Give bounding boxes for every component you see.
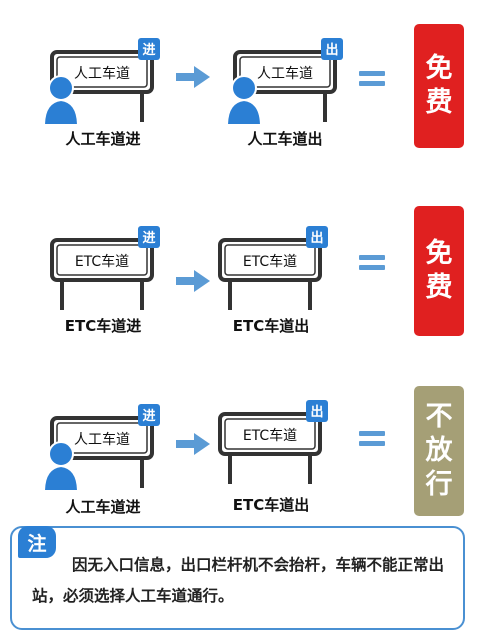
arrow-icon <box>176 270 210 292</box>
note-badge: 注 <box>18 526 56 558</box>
gantry-exit-2: ETC车道 出 <box>218 226 328 310</box>
caption-entry-3: 人工车道进 <box>65 498 141 516</box>
caption-entry-2: ETC车道进 <box>64 317 142 335</box>
gantry-entry-1: 人工车道 进 <box>43 38 160 124</box>
entry-badge <box>138 226 160 248</box>
arrow-icon <box>176 433 210 455</box>
gantry-entry-3: 人工车道 进 <box>43 404 160 490</box>
exit-badge <box>306 226 328 248</box>
entry-badge-text: 进 <box>142 231 155 246</box>
sign-text: ETC车道 <box>75 253 129 270</box>
entry-badge-text: 进 <box>142 409 155 424</box>
result-badge-1: 免费 <box>414 24 464 148</box>
note-box: 注 因无入口信息，出口栏杆机不会抬杆，车辆不能正常出站，必须选择人工车道通行。 <box>10 526 465 630</box>
exit-badge <box>306 400 328 422</box>
sign-text: ETC车道 <box>243 427 297 444</box>
result-text: 免费 <box>425 53 453 118</box>
result-text: 免费 <box>425 238 453 303</box>
sign-text: 人工车道 <box>257 65 313 82</box>
entry-badge-text: 进 <box>142 43 155 58</box>
exit-badge-text: 出 <box>310 404 323 420</box>
person-icon <box>226 75 262 124</box>
equals-icon <box>353 64 393 92</box>
note-text: 因无入口信息，出口栏杆机不会抬杆，车辆不能正常出站，必须选择人工车道通行。 <box>32 556 445 605</box>
caption-exit-1: 人工车道出 <box>247 130 323 148</box>
exit-badge-text: 出 <box>310 230 323 246</box>
sign-text: 人工车道 <box>74 65 130 82</box>
sign-text: 人工车道 <box>74 431 130 448</box>
person-icon <box>43 441 79 490</box>
result-text: 不放行 <box>425 401 453 500</box>
result-badge-3: 不放行 <box>414 386 464 516</box>
caption-exit-2: ETC车道出 <box>232 317 310 335</box>
caption-entry-1: 人工车道进 <box>65 130 141 148</box>
equals-icon <box>353 248 393 276</box>
person-icon <box>43 75 79 124</box>
caption-exit-3: ETC车道出 <box>232 496 310 514</box>
gantry-exit-1: 人工车道 出 <box>226 38 343 124</box>
arrow-icon <box>176 66 210 88</box>
gantry-exit-3: ETC车道 出 <box>218 400 328 484</box>
gantry-entry-2: ETC车道 进 <box>50 226 160 310</box>
equals-icon <box>353 424 393 452</box>
result-badge-2: 免费 <box>414 206 464 336</box>
entry-badge <box>138 38 160 60</box>
exit-badge <box>321 38 343 60</box>
sign-text: ETC车道 <box>243 253 297 270</box>
exit-badge-text: 出 <box>325 42 338 58</box>
entry-badge <box>138 404 160 426</box>
